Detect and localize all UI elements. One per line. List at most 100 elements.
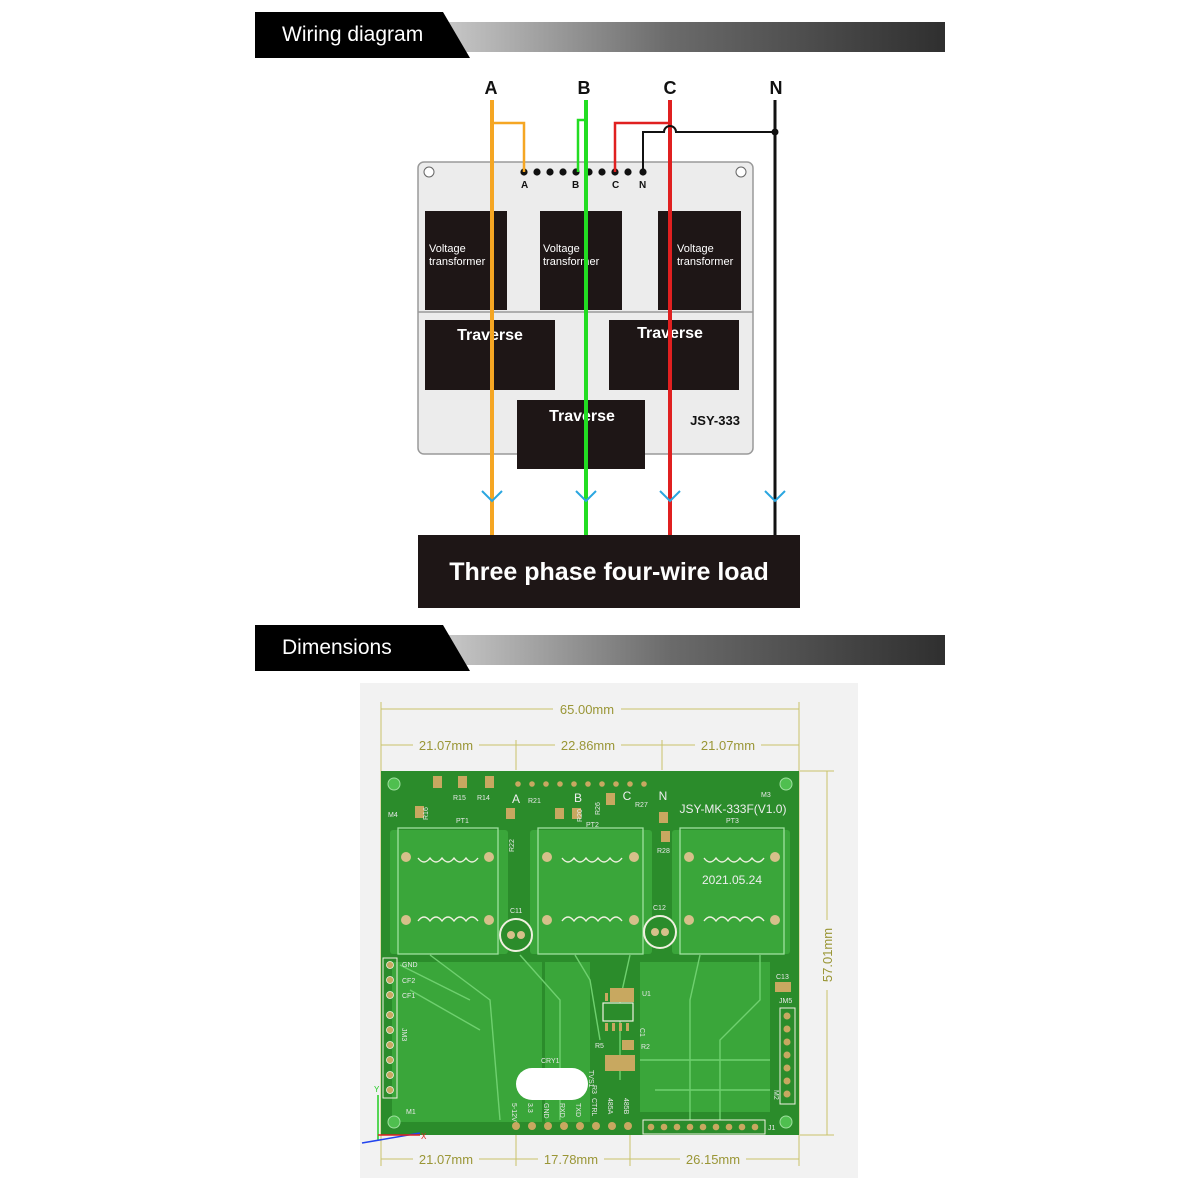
- dim-top-left: 21.07mm: [419, 738, 473, 753]
- vt1-line1: Voltage: [429, 243, 466, 255]
- designator-c11: C11: [510, 908, 522, 915]
- dim-label-bg: [555, 737, 621, 753]
- designator-r20: R20: [577, 809, 584, 822]
- designator-r26: R26: [595, 802, 602, 815]
- mount-hole: [423, 166, 435, 178]
- designator-r22: R22: [509, 839, 516, 852]
- terminal-label-b: B: [572, 180, 579, 191]
- dim-label-bg: [538, 1151, 604, 1167]
- terminal-label-c: C: [612, 180, 619, 191]
- designator-r21: R21: [528, 798, 541, 805]
- designator-r3: R3: [590, 1085, 597, 1094]
- load-label: Three phase four-wire load: [449, 558, 769, 586]
- smd-pads: [415, 776, 791, 1071]
- capacitor-c11: [499, 918, 533, 952]
- mounting-holes: [387, 777, 793, 1129]
- dim-label-bg: [695, 737, 761, 753]
- tap-phase-a: [492, 121, 526, 172]
- header-j1-outline: [642, 1119, 766, 1135]
- ic-u1: [602, 993, 634, 1031]
- pin-label-3v3: 3.3: [526, 1103, 533, 1113]
- bottom-pin-labels: 5-12V 3.3 GND RXD TXD CTRL 485A 485B: [510, 1098, 629, 1122]
- pin-label-485b: 485B: [622, 1098, 629, 1115]
- bottom-pin-pads: [512, 1122, 632, 1130]
- phase-label-c: C: [664, 78, 677, 98]
- transformer-pt3: [679, 827, 785, 955]
- designator-labels: R15 R14 R16 M4 PT1 R21 R22 R20 R26 PT2 R…: [388, 792, 792, 1132]
- traverse-block-2: [609, 320, 739, 390]
- header-j1-pins: [647, 1123, 759, 1131]
- vt3-line2: transformer: [677, 256, 734, 268]
- phase-label-b: B: [578, 78, 591, 98]
- copper-pour: [390, 830, 790, 1122]
- designator-m4: M4: [388, 812, 398, 819]
- left-header-outline: [382, 957, 398, 1099]
- load-box: [418, 535, 800, 608]
- terminal-label-a: A: [521, 180, 528, 191]
- dimensions-banner: Dimensions: [255, 625, 945, 677]
- crystal-cry1: [516, 1068, 588, 1100]
- capacitor-c12: [643, 915, 677, 949]
- tap-neutral: [642, 125, 775, 172]
- origin-axes: Y X: [361, 1085, 427, 1144]
- dim-top-right: 21.07mm: [701, 738, 755, 753]
- pin-label-gnd: GND: [542, 1103, 549, 1119]
- dim-label-bg: [413, 1151, 479, 1167]
- designator-r28: R28: [657, 848, 670, 855]
- top-header-pins: [515, 781, 647, 787]
- pcb-phase-n: N: [659, 789, 668, 803]
- dim-bottom-right: 26.15mm: [686, 1152, 740, 1167]
- designator-jm3: JM3: [400, 1028, 407, 1041]
- traverse-block-3: [517, 400, 645, 469]
- vt2-line1: Voltage: [543, 243, 580, 255]
- dim-total-width: 65.00mm: [560, 702, 614, 717]
- dim-height: 57.01mm: [820, 928, 835, 982]
- banner-tab: Dimensions: [255, 625, 470, 671]
- dim-label-bg: [680, 1151, 746, 1167]
- tap-phase-b: [576, 118, 586, 172]
- banner-tab: Wiring diagram: [255, 12, 470, 58]
- pin-label-5-12v: 5-12V: [510, 1103, 517, 1122]
- designator-c1: C1: [638, 1028, 645, 1037]
- designator-r15: R15: [453, 795, 466, 802]
- designator-u1: U1: [642, 991, 651, 998]
- pin-label-txd: TXD: [574, 1103, 581, 1117]
- designator-j1: J1: [768, 1125, 776, 1132]
- phase-label-a: A: [485, 78, 498, 98]
- designator-r5: R5: [595, 1043, 604, 1050]
- voltage-transformer-2: [540, 211, 622, 310]
- designator-m3: M3: [761, 792, 771, 799]
- designator-r27: R27: [635, 802, 648, 809]
- axis-label-x: X: [421, 1132, 427, 1141]
- phase-label-n: N: [770, 78, 783, 98]
- terminal-label-n: N: [639, 180, 646, 191]
- pcb-date-label: 2021.05.24: [702, 873, 762, 887]
- pcb-phase-b: B: [574, 791, 582, 805]
- designator-m1: M1: [406, 1109, 416, 1116]
- designator-pt1: PT1: [456, 818, 469, 825]
- designator-cry1: CRY1: [541, 1058, 560, 1065]
- dim-label-bg: [553, 701, 621, 717]
- right-header-outline: [779, 1007, 796, 1105]
- module-model-label: JSY-333: [690, 413, 740, 428]
- left-header-pins: [386, 961, 394, 1094]
- designator-cf2: CF2: [402, 978, 415, 985]
- dim-label-bg: [413, 737, 479, 753]
- transformer-pt1: [397, 827, 499, 955]
- pcb-model-label: JSY-MK-333F(V1.0): [680, 802, 787, 816]
- designator-gnd: GND: [402, 962, 418, 969]
- pin-label-ctrl: CTRL: [590, 1098, 597, 1116]
- designator-cf1: CF1: [402, 993, 415, 1000]
- transformer-pt2: [537, 827, 644, 955]
- axis-label-y: Y: [374, 1085, 380, 1094]
- traverse-label-3: Traverse: [549, 408, 615, 425]
- designator-jm5: JM5: [779, 998, 792, 1005]
- designator-m2: M2: [772, 1090, 779, 1100]
- dimensions-title: Dimensions: [282, 636, 392, 659]
- right-header-pins: [783, 1012, 791, 1098]
- vt3-line1: Voltage: [677, 243, 714, 255]
- wiring-diagram-banner: Wiring diagram: [255, 12, 945, 64]
- vt1-line2: transformer: [429, 256, 486, 268]
- flow-arrows: [481, 490, 786, 503]
